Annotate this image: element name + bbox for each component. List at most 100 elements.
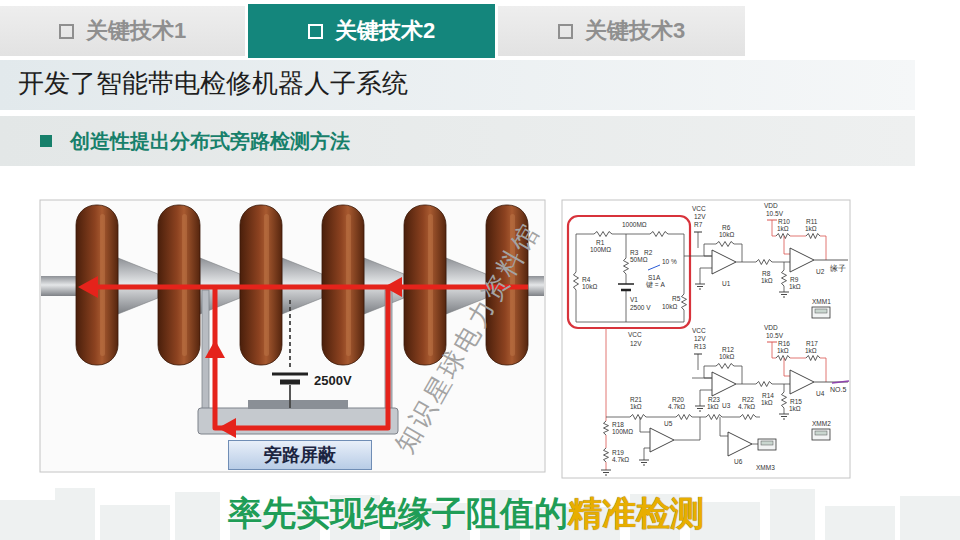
opamp-symbol [712,372,736,396]
resistor-symbol [782,270,787,286]
resistor-symbol [716,242,734,247]
highlight-box [568,216,690,328]
tray-device [248,400,348,409]
component-label: R18 [612,421,624,428]
resistor-symbol [650,232,668,237]
component-label: 1kΩ [805,225,817,232]
resistor-mask [756,261,772,264]
component-label: 10kΩ [719,353,734,360]
component-label: 10kΩ [582,283,597,290]
wire [644,448,650,460]
switch-symbol [648,265,660,270]
component-label: 10kΩ [719,231,734,238]
ground-symbol [781,294,787,295]
tab-button-active: 关键技术2 [248,4,495,58]
ground-symbol [779,414,789,415]
checkbox-icon [558,24,573,39]
slide-title: 开发了智能带电检修机器人子系统 [18,69,408,99]
battery-lead [289,300,291,370]
wire [752,444,758,445]
component-label: 1kΩ [777,347,789,354]
resistor-symbol [624,258,629,274]
component-label: 1000MΩ [622,221,647,228]
wire [698,232,699,248]
ground-symbol [699,289,701,290]
component-label: U2 [816,268,824,275]
node-text: 创造性提出分布式旁路检测方法 [70,128,350,155]
component-label: 键 = A [646,281,665,288]
skyline-building [55,488,95,540]
component-label: 12V [694,213,706,220]
component-label: 4.7kΩ [612,456,629,463]
supply-symbol [694,232,702,233]
component-label: 4.7kΩ [668,403,685,410]
schematic-panel [562,200,850,478]
node-text: 关键技术1 [86,16,186,46]
component-label: 10.5V [766,210,783,217]
battery-symbol [621,289,631,292]
skyline-building [175,492,220,540]
resistor-mask [783,392,786,408]
component-label: U5 [664,420,672,427]
component-label: R16 [778,340,790,347]
resistor-mask [806,357,820,360]
ground-symbol [699,411,701,412]
component-label: R17 [806,340,818,347]
node-text: 关键技术2 [335,16,435,46]
component-label: R6 [722,224,730,231]
tab-button: 关键技术3 [498,6,745,56]
resistor-mask [605,421,608,435]
battery-plate [280,380,300,385]
component-label: U1 [722,280,730,287]
component-label: XMM3 [756,464,775,471]
resistor-symbol [740,415,756,420]
current-loop [215,287,388,428]
wire [704,366,742,384]
component-label: U3 [722,402,730,409]
component-label: R12 [722,346,734,353]
ground-symbol [641,462,647,463]
component-label: V1 [630,296,638,303]
skyline-building [900,496,960,540]
component-label: R7 [694,221,702,228]
node-text: 关键技术3 [585,16,685,46]
bullet-square [40,135,52,147]
opamp-symbol [728,432,752,456]
component-label: 1kΩ [805,347,817,354]
component-label: R15 [790,398,802,405]
component-label: 12V [694,335,706,342]
component-label: S1A [648,274,660,281]
component-label: 100MΩ [612,428,633,435]
ground-symbol [697,408,703,409]
node-text: 旁路屏蔽 [264,443,336,467]
component-label: R11 [806,218,817,225]
component-label: R22 [742,396,754,403]
resistor-mask [783,270,786,286]
ground-symbol [695,406,705,407]
component-label: 2500 V [630,304,651,311]
resistor-symbol [630,415,646,420]
resistor-mask [716,243,734,246]
battery-lead [289,385,291,408]
resistor-symbol [756,382,772,387]
tab-button: 关键技术1 [0,6,245,56]
ground-symbol [779,292,789,293]
resistor-symbol [604,448,609,462]
arrow-head [78,276,98,298]
ground-symbol [783,419,785,420]
resistor-symbol [776,356,790,361]
wire [700,268,712,284]
wire [814,382,848,383]
component-label: 50MΩ [630,256,648,263]
wire [640,417,650,432]
component-label: R23 [708,396,720,403]
component-label: U4 [816,390,824,397]
resistor-mask [806,235,820,238]
component-label: VCC [628,331,642,338]
arrow-head [218,418,236,438]
component-label: R21 [630,396,642,403]
resistor-symbol [682,294,687,310]
component-label: R1 [596,239,604,246]
resistor-mask [740,416,756,419]
